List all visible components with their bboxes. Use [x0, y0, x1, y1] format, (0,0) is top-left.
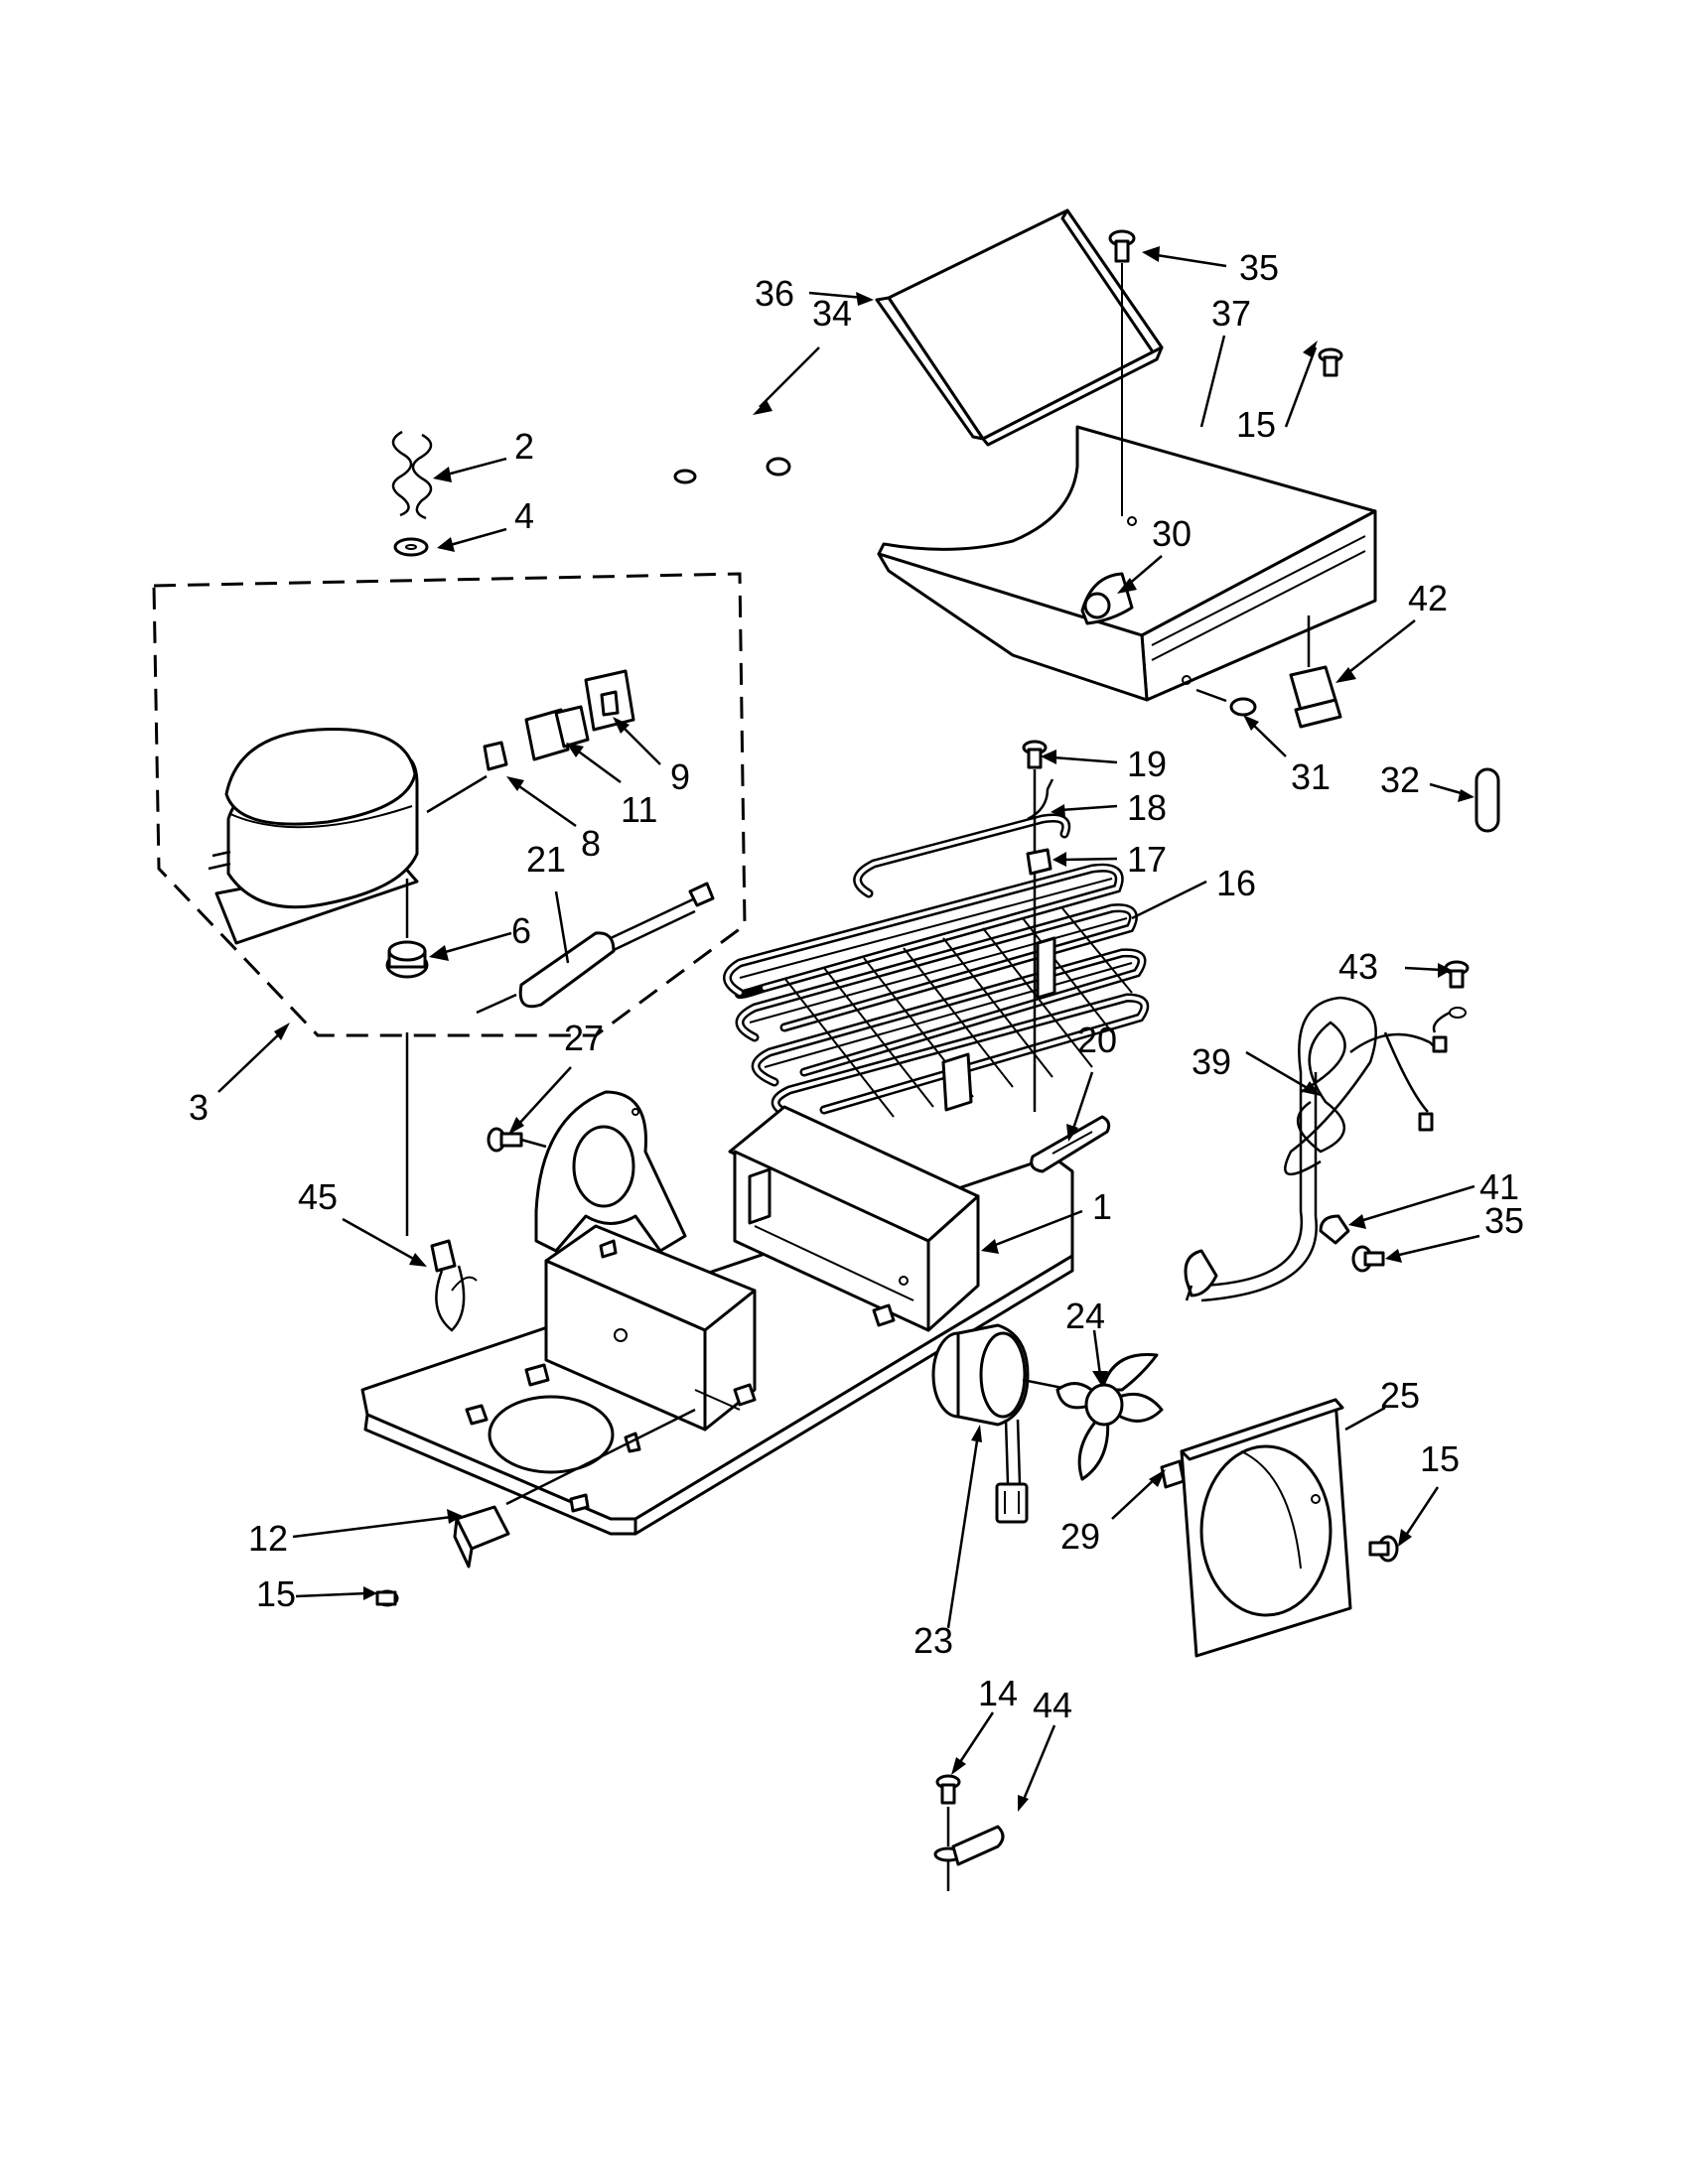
callout-36: 36: [755, 273, 794, 314]
part-18-clip: [1027, 769, 1054, 1112]
part-27-screw: [487, 1127, 547, 1153]
part-6-grommet: [385, 879, 429, 1236]
callout-labels: 36 35 34 37 2 15 4 30 42 9 11 8 31 32 19…: [189, 247, 1524, 1725]
callout-27: 27: [564, 1018, 604, 1058]
part-3-assembly-outline: [152, 572, 747, 1037]
callout-12: 12: [248, 1518, 288, 1559]
callout-21: 21: [526, 839, 566, 880]
part-23-fan-motor: [931, 1323, 1073, 1524]
part-15-screw-right: [1368, 1535, 1399, 1563]
callout-25: 25: [1380, 1375, 1420, 1416]
part-15-screw-top: [1318, 347, 1343, 377]
callout-18: 18: [1127, 787, 1167, 828]
part-36-duct-cover: [875, 208, 1164, 447]
part-39-power-cord: [1184, 996, 1448, 1302]
callout-45: 45: [298, 1176, 338, 1217]
leader-lines: [217, 246, 1480, 1812]
part-34-hose: [673, 393, 791, 484]
part-43-screw: [1432, 960, 1470, 1033]
callout-17: 17: [1127, 839, 1167, 880]
callout-15: 15: [256, 1573, 296, 1614]
callout-43: 43: [1338, 946, 1378, 987]
callout-35: 35: [1484, 1200, 1524, 1241]
part-31-screw: [1195, 688, 1257, 717]
callout-39: 39: [1192, 1041, 1231, 1082]
callout-34: 34: [812, 293, 852, 334]
part-32-tube: [1474, 767, 1500, 833]
callout-15: 15: [1236, 404, 1276, 445]
part-16-condenser-coil: [723, 813, 1150, 1122]
part-37-tray: [877, 425, 1377, 702]
callout-6: 6: [511, 910, 531, 951]
part-41-clamp: [1319, 1214, 1350, 1245]
callout-2: 2: [514, 426, 534, 467]
part-9-cover: [584, 669, 635, 732]
callout-35: 35: [1239, 247, 1279, 288]
part-2-clip: [391, 430, 433, 520]
part-35-screw-top: [1108, 229, 1136, 516]
part-24-fan-blade: [1055, 1352, 1164, 1481]
callout-24: 24: [1065, 1296, 1105, 1336]
part-20-wire-tie: [1030, 1115, 1111, 1173]
part-45-harness: [430, 1239, 478, 1332]
part-17-bracket: [1026, 848, 1052, 876]
callout-29: 29: [1060, 1516, 1100, 1557]
callout-1: 1: [1092, 1186, 1112, 1227]
callout-20: 20: [1077, 1020, 1117, 1060]
part-1-base: [360, 1090, 1074, 1536]
part-14-screw: [933, 1774, 963, 1891]
part-30-control: [1080, 572, 1134, 625]
callout-19: 19: [1127, 744, 1167, 784]
part-compressor: [208, 728, 419, 945]
callout-41: 41: [1479, 1166, 1519, 1207]
callout-37: 37: [1211, 293, 1251, 334]
callout-23: 23: [913, 1620, 953, 1661]
part-29-clip: [1160, 1459, 1186, 1489]
part-35-screw-lower: [1351, 1245, 1385, 1273]
part-42-switch: [1289, 615, 1342, 729]
callout-8: 8: [581, 823, 601, 864]
callout-16: 16: [1216, 863, 1256, 903]
callout-44: 44: [1033, 1685, 1072, 1725]
part-44-plate: [951, 1825, 1005, 1866]
part-12-relay: [453, 1408, 696, 1569]
part-15-screw-left: [375, 1589, 399, 1607]
part-4-washer: [393, 537, 429, 557]
part-25-shroud: [1180, 1398, 1352, 1658]
part-8-overload: [426, 741, 508, 814]
callout-42: 42: [1408, 578, 1448, 618]
callout-32: 32: [1380, 759, 1420, 800]
part-21-drier: [476, 882, 715, 1015]
callout-3: 3: [189, 1087, 209, 1128]
part-19-screw: [1022, 740, 1048, 769]
callout-15: 15: [1420, 1438, 1460, 1479]
callout-9: 9: [670, 756, 690, 797]
callout-11: 11: [621, 789, 657, 830]
callout-31: 31: [1291, 756, 1331, 797]
callout-14: 14: [978, 1673, 1018, 1713]
callout-4: 4: [514, 495, 534, 536]
callout-30: 30: [1152, 513, 1192, 554]
part-11-relay: [524, 705, 590, 761]
